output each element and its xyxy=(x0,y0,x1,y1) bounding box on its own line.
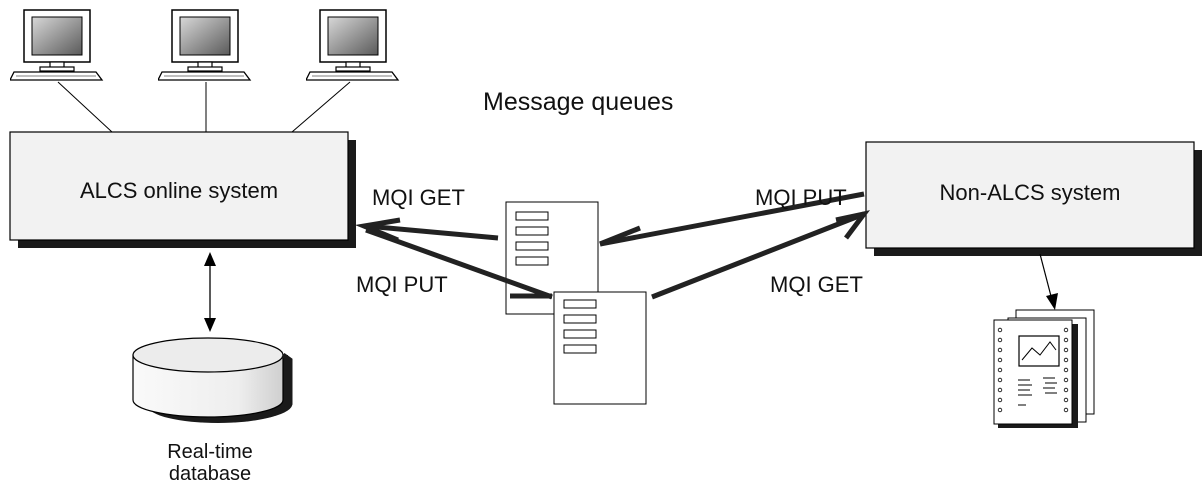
alcs-system-box: ALCS online system xyxy=(9,131,356,248)
alcs-put-arrow xyxy=(365,227,553,300)
document-icon xyxy=(993,309,1095,428)
left-put-label: MQI PUT xyxy=(356,272,448,297)
database-icon xyxy=(132,337,293,423)
database-label-line1: Real-time xyxy=(167,441,253,463)
non-alcs-system-box: Non-ALCS system xyxy=(865,141,1202,256)
nonalcs-put-arrow xyxy=(599,191,865,247)
nonalcs-get-arrowhead xyxy=(835,210,871,240)
message-queues-title: Message queues xyxy=(483,88,673,116)
right-put-label: MQI PUT xyxy=(755,185,847,210)
workstation-2 xyxy=(158,9,251,81)
alcs-label: ALCS online system xyxy=(80,178,278,203)
workstation-connectors xyxy=(57,81,351,133)
monitor-icon xyxy=(158,9,251,81)
database-link-arrow xyxy=(204,252,216,332)
monitor-icon xyxy=(306,9,399,81)
workstation-1 xyxy=(10,9,103,81)
nonalcs-get-arrow xyxy=(651,211,865,300)
output-arrow xyxy=(1039,253,1058,310)
message-queue-icon xyxy=(553,291,647,405)
left-get-label: MQI GET xyxy=(372,185,465,210)
database-label-line2: database xyxy=(169,463,251,485)
monitor-icon xyxy=(10,9,103,81)
workstation-3 xyxy=(306,9,399,81)
alcs-get-arrow xyxy=(365,223,499,241)
right-get-label: MQI GET xyxy=(770,272,863,297)
nonalcs-put-arrowhead xyxy=(599,225,641,247)
flow-arrows xyxy=(354,191,871,300)
non-alcs-label: Non-ALCS system xyxy=(940,180,1121,205)
